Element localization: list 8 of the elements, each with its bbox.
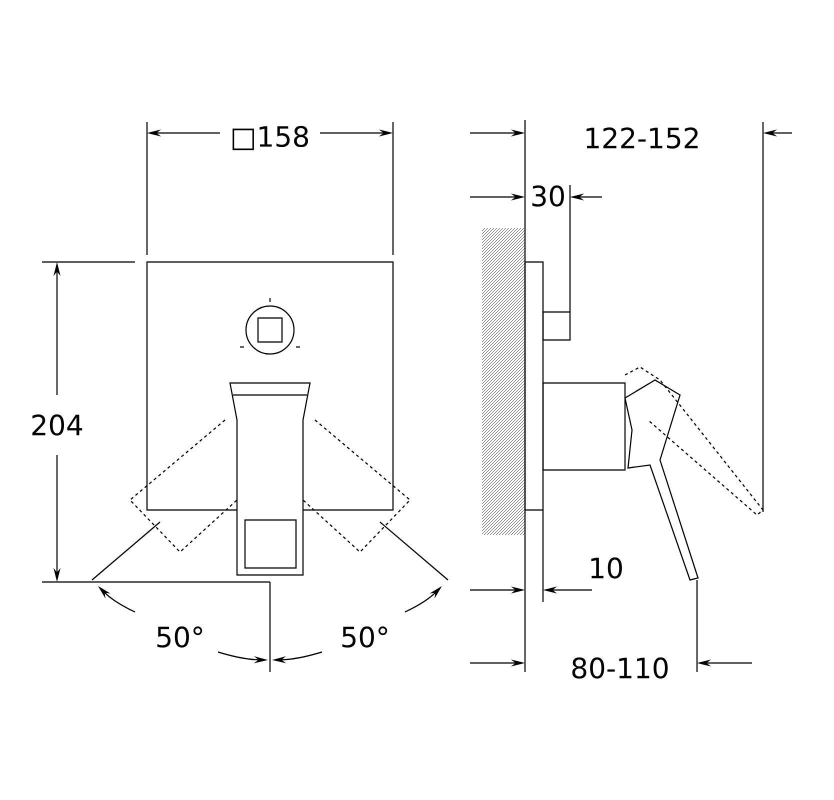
dimension-label: 204 [32, 414, 82, 436]
dimension-label: 30 [532, 185, 564, 207]
dimension-label: 50° [157, 626, 202, 648]
dimension-label: 122-152 [586, 127, 698, 149]
dimension-label: □158 [232, 126, 308, 150]
dimension-label: 80-110 [572, 657, 668, 679]
dimension-label: 50° [342, 626, 388, 648]
dimension-label: 10 [591, 557, 622, 579]
